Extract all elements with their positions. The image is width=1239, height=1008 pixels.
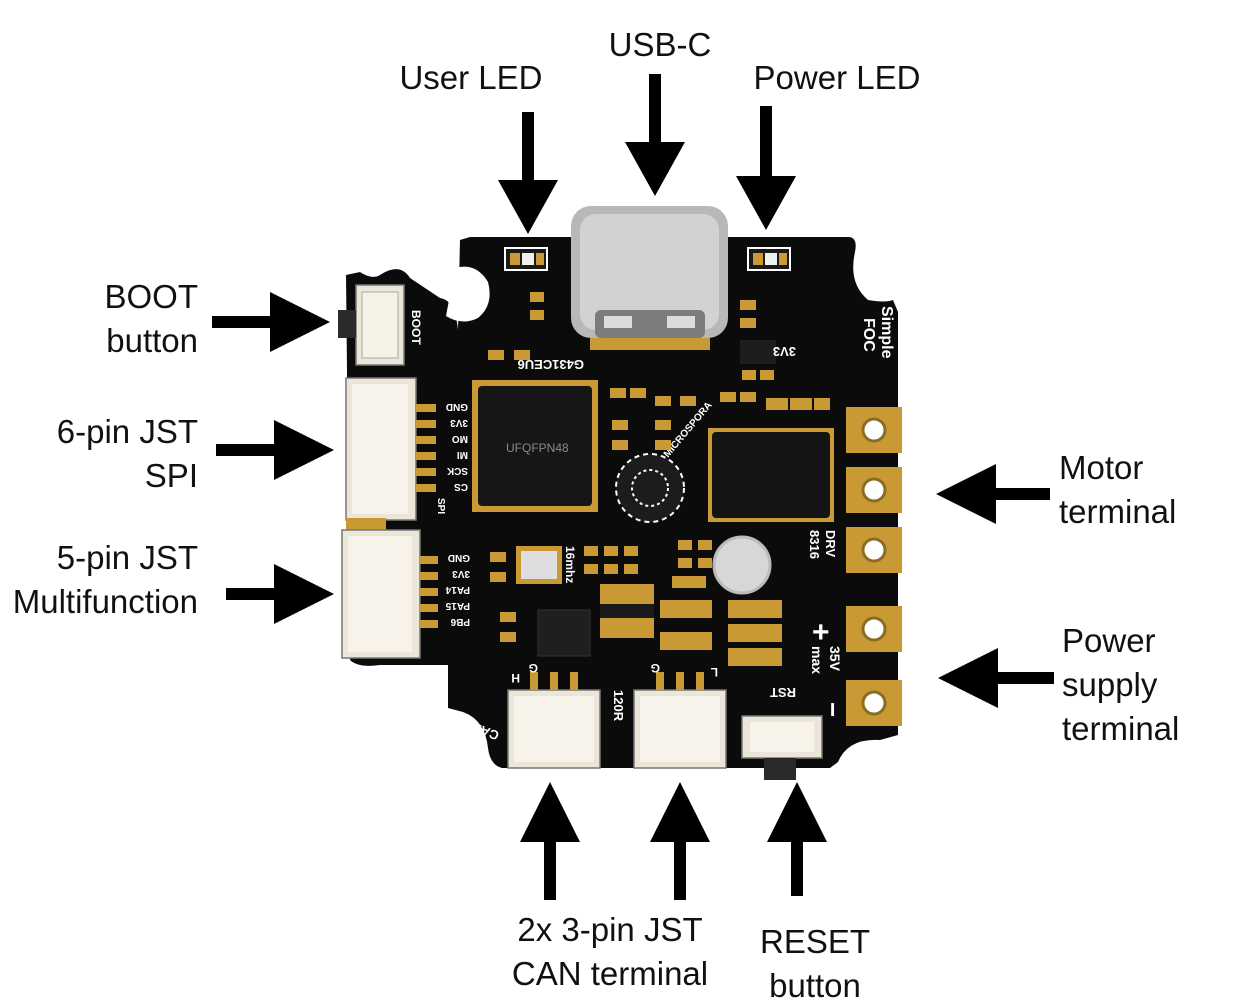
callout-arrows: [212, 74, 1054, 900]
spi-label: 6-pin JST SPI: [20, 410, 198, 498]
top-passives: [488, 292, 774, 380]
arrow-can-1: [544, 830, 556, 900]
can-label-line1: 2x 3-pin JST: [517, 911, 703, 948]
arrow-usb-c: [649, 74, 661, 160]
spi-pin-gnd: GND: [446, 401, 468, 412]
multifunction-pin-labels: GND 3V3 PA14 PA15 PB6: [445, 552, 470, 627]
can-label-line2: CAN terminal: [511, 955, 709, 992]
microspora-logo: [615, 453, 685, 523]
motor-terminal-pads: [846, 407, 902, 573]
driver-chip: [708, 428, 834, 522]
reset-label-line2: button: [769, 967, 861, 1004]
minus-silk: −: [818, 702, 848, 717]
center-passives: [490, 388, 830, 642]
power-led: [747, 247, 791, 271]
mcu-part-silk: G431CEU6: [518, 357, 584, 372]
voltage-silk-1: 35V: [827, 646, 843, 672]
multifunction-label-line1: 5-pin JST: [56, 539, 198, 576]
logo-silk-2: FOC: [860, 318, 877, 352]
power-supply-label: Power supply terminal: [1062, 619, 1179, 751]
rail-3v3-silk: 3V3: [773, 344, 796, 359]
power-led-label-text: Power LED: [753, 59, 921, 96]
multi-pin-pb6: PB6: [450, 616, 470, 627]
multi-pin-3v3: 3V3: [452, 568, 470, 579]
user-led-label-text: User LED: [399, 59, 543, 96]
mcu-chip: [472, 380, 598, 512]
boot-label-line1: BOOT: [104, 278, 198, 315]
power-supply-label-line1: Power: [1062, 622, 1156, 659]
arrow-can-2: [674, 830, 686, 900]
crystal-part: [516, 546, 562, 584]
plus-silk: +: [812, 616, 830, 649]
usb-c-label: USB-C: [598, 23, 722, 67]
power-terminal-pads: [846, 606, 902, 726]
spi-jst-part: [345, 377, 436, 530]
boot-label: BOOT button: [60, 275, 198, 363]
usb-c-connector: [571, 206, 728, 350]
capacitors: [600, 584, 782, 666]
can-g-silk-1: G: [529, 661, 538, 675]
arrow-boot: [212, 316, 288, 328]
arrow-spi: [216, 444, 292, 456]
spi-pin-3v3: 3V3: [450, 417, 468, 428]
boot-label-line2: button: [106, 322, 198, 359]
reset-label-line1: RESET: [759, 923, 871, 960]
multifunction-jst-part: [341, 529, 438, 659]
spi-pin-mi: MI: [457, 449, 468, 460]
crystal-silk: 16mhz: [563, 546, 577, 583]
multi-pin-gnd: GND: [448, 552, 470, 563]
arrow-power-supply: [984, 672, 1054, 684]
voltage-silk-2: max: [809, 646, 825, 674]
mcu-package-label: UFQFPN48: [506, 441, 569, 455]
user-led-label: User LED: [388, 56, 554, 100]
power-supply-label-line3: terminal: [1062, 710, 1180, 747]
spi-label-line1: 6-pin JST: [56, 413, 198, 450]
can-label: 2x 3-pin JST CAN terminal: [495, 908, 725, 996]
can-jst-part-2: [633, 672, 727, 769]
power-supply-label-line2: supply: [1062, 666, 1158, 703]
power-led-label: Power LED: [742, 56, 932, 100]
can-l-silk-2: L: [711, 665, 718, 679]
multi-pin-pa15: PA15: [445, 600, 470, 611]
can-g-silk-2: G: [651, 661, 660, 675]
reset-silk: RST: [770, 685, 796, 700]
user-led: [504, 247, 548, 271]
arrow-power-led: [760, 106, 772, 192]
reset-label: RESET button: [745, 920, 885, 1008]
arrow-user-led: [522, 112, 534, 192]
can-jst-part-1: [507, 672, 601, 769]
spi-pin-cs: CS: [454, 481, 468, 492]
spi-pin-labels: GND 3V3 MO MI SCK CS SPI: [435, 401, 468, 514]
usb-c-label-text: USB-C: [608, 26, 712, 63]
driver-silk-2: 8316: [807, 530, 822, 559]
inductor: [712, 535, 772, 595]
boot-silk: BOOT: [409, 310, 423, 345]
arrow-motor: [980, 488, 1050, 500]
multi-pin-pa14: PA14: [445, 584, 470, 595]
motor-label-line1: Motor: [1059, 449, 1144, 486]
spi-pin-mo: MO: [452, 433, 468, 444]
spi-label-line2: SPI: [144, 457, 198, 494]
motor-label: Motor terminal: [1059, 446, 1176, 534]
resistor-silk: 120R: [611, 690, 626, 722]
can-transceiver-chip: [537, 609, 591, 657]
regulator-chip: [740, 340, 776, 364]
multifunction-label: 5-pin JST Multifunction: [0, 536, 198, 624]
spi-pin-sck: SCK: [446, 465, 468, 476]
motor-label-line2: terminal: [1059, 493, 1177, 530]
driver-silk-1: DRV: [823, 530, 838, 558]
spi-silk: SPI: [435, 498, 446, 514]
reset-button-part: [741, 715, 823, 780]
multifunction-label-line2: Multifunction: [12, 583, 198, 620]
boot-button-part: [338, 284, 405, 366]
logo-silk-1: Simple: [878, 306, 895, 359]
arrow-reset: [791, 834, 803, 896]
can-h-silk-1: H: [511, 671, 520, 685]
pcb-notch-left: [446, 266, 490, 322]
